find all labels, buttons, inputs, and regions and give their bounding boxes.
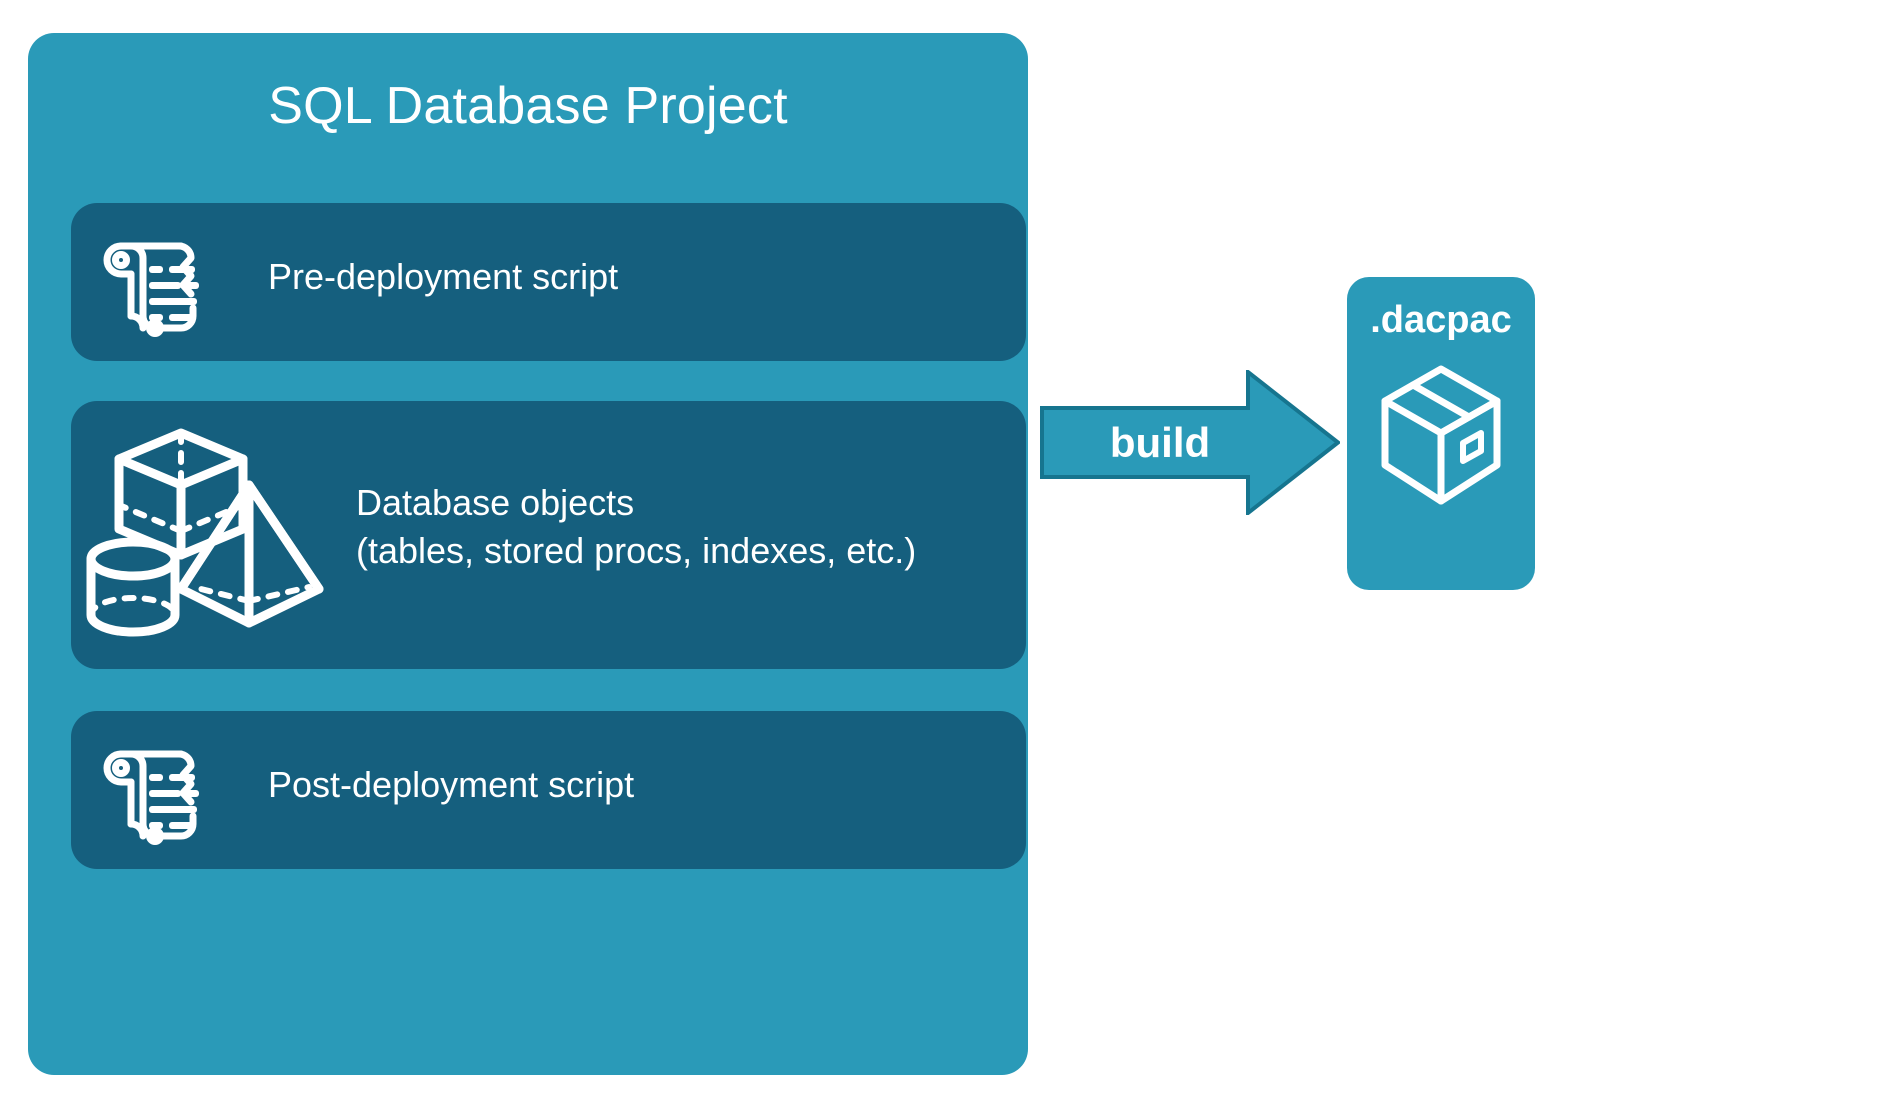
section-pre-deployment-script[interactable]: Pre-deployment script [71,203,1026,361]
section-post-deployment-script[interactable]: Post-deployment script [71,711,1026,869]
section-label: Post-deployment script [268,764,635,805]
build-arrow [1040,367,1342,518]
scroll-icon [91,222,216,342]
shapes-icon [81,411,341,659]
section-database-objects[interactable]: Database objects (tables, stored procs, … [71,401,1026,669]
sql-database-project-card: SQL Database Project [28,33,1028,1075]
dacpac-output-card[interactable]: .dacpac [1347,277,1535,590]
section-label: Pre-deployment script [268,256,619,297]
section-label: Database objects (tables, stored procs, … [356,482,917,571]
package-box-icon [1377,361,1505,511]
page-title: SQL Database Project [268,77,788,135]
dacpac-title: .dacpac [1370,299,1512,341]
scroll-icon [91,730,216,850]
